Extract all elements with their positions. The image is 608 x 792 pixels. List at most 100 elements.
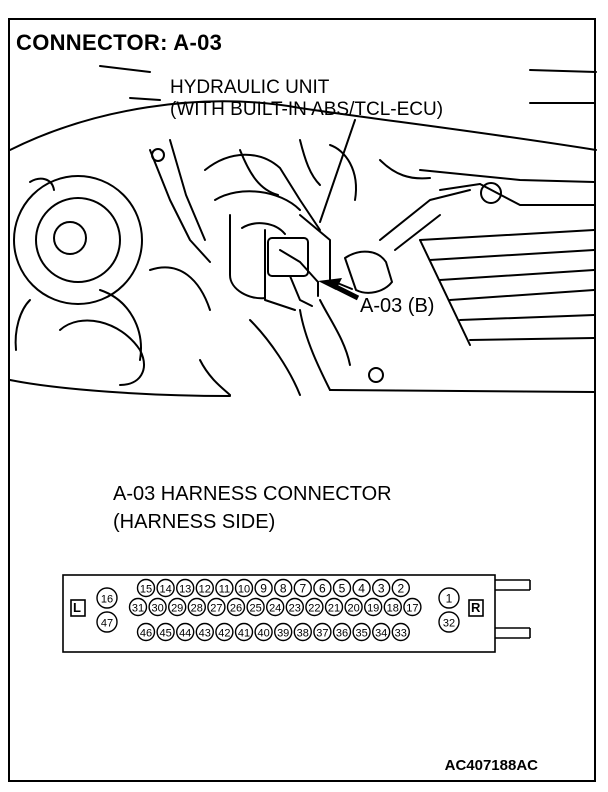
svg-text:45: 45 — [159, 628, 171, 640]
pin-35: 35 — [352, 622, 371, 642]
pin-37: 37 — [313, 622, 332, 642]
harness-connector-title: A-03 HARNESS CONNECTOR (HARNESS SIDE) — [113, 480, 392, 536]
svg-text:40: 40 — [257, 628, 269, 640]
pin-11: 11 — [215, 578, 234, 598]
svg-text:15: 15 — [140, 584, 152, 596]
svg-text:6: 6 — [319, 582, 326, 596]
svg-text:10: 10 — [238, 584, 250, 596]
pin-45: 45 — [156, 622, 175, 642]
pin-13: 13 — [175, 578, 195, 598]
pin-26: 26 — [226, 597, 246, 617]
pin-2: 2 — [391, 578, 410, 598]
svg-text:18: 18 — [387, 603, 399, 615]
pin-29: 29 — [167, 597, 187, 617]
svg-text:32: 32 — [443, 618, 455, 630]
pin-21: 21 — [324, 597, 344, 617]
svg-text:11: 11 — [219, 584, 230, 596]
svg-text:7: 7 — [299, 582, 306, 596]
svg-text:35: 35 — [355, 628, 367, 640]
svg-text:36: 36 — [336, 628, 348, 640]
harness-title-line2: (HARNESS SIDE) — [113, 511, 276, 533]
pin-30: 30 — [148, 597, 167, 617]
svg-text:19: 19 — [367, 603, 379, 615]
connector-title: CONNECTOR: A-03 — [16, 30, 223, 55]
svg-text:29: 29 — [171, 603, 183, 615]
harness-title-line1: A-03 HARNESS CONNECTOR — [113, 483, 392, 505]
pin-6: 6 — [313, 578, 332, 598]
svg-text:28: 28 — [191, 603, 203, 615]
svg-text:22: 22 — [308, 603, 320, 615]
pin-44: 44 — [175, 622, 195, 642]
pin-28: 28 — [187, 597, 207, 617]
pin-8: 8 — [274, 578, 293, 598]
pin-22: 22 — [305, 597, 324, 617]
svg-text:9: 9 — [260, 582, 267, 596]
svg-text:26: 26 — [230, 603, 242, 615]
pin-16: 16 — [96, 587, 118, 609]
pin-34: 34 — [372, 622, 391, 642]
svg-text:24: 24 — [269, 603, 281, 615]
svg-text:33: 33 — [395, 628, 407, 640]
right-marker: R — [471, 600, 481, 615]
pin-23: 23 — [285, 597, 304, 617]
svg-text:39: 39 — [277, 628, 289, 640]
figure-code: AC407188AC — [444, 757, 538, 774]
hydraulic-unit-line2: (WITH BUILT-IN ABS/TCL-ECU) — [170, 99, 444, 120]
connector-a03b-label: A-03 (B) — [360, 295, 435, 317]
svg-text:46: 46 — [140, 628, 152, 640]
svg-text:25: 25 — [249, 603, 261, 615]
pin-17: 17 — [403, 597, 422, 617]
svg-text:2: 2 — [397, 582, 404, 596]
pin-15: 15 — [136, 578, 156, 598]
pin-27: 27 — [207, 597, 226, 617]
svg-text:21: 21 — [328, 603, 340, 615]
svg-text:12: 12 — [199, 584, 211, 596]
pin-20: 20 — [344, 597, 363, 617]
svg-text:38: 38 — [297, 628, 309, 640]
pin-1: 1 — [438, 587, 460, 609]
pin-41: 41 — [234, 622, 254, 642]
svg-text:20: 20 — [347, 603, 359, 615]
svg-text:41: 41 — [238, 628, 250, 640]
pin-46: 46 — [136, 622, 156, 642]
pin-43: 43 — [195, 622, 215, 642]
pin-32: 32 — [438, 611, 460, 633]
svg-text:3: 3 — [378, 582, 385, 596]
pin-9: 9 — [254, 578, 273, 598]
pin-18: 18 — [383, 597, 402, 617]
pin-47: 47 — [96, 611, 118, 633]
svg-text:37: 37 — [316, 628, 328, 640]
pin-40: 40 — [254, 622, 273, 642]
pin-25: 25 — [246, 597, 265, 617]
svg-text:4: 4 — [358, 582, 365, 596]
pin-3: 3 — [372, 578, 391, 598]
svg-text:47: 47 — [101, 618, 113, 630]
svg-text:8: 8 — [280, 582, 287, 596]
pin-19: 19 — [364, 597, 383, 617]
svg-text:5: 5 — [339, 582, 346, 596]
pin-33: 33 — [391, 622, 410, 642]
svg-text:23: 23 — [289, 603, 301, 615]
pin-42: 42 — [215, 622, 234, 642]
svg-text:17: 17 — [406, 603, 418, 615]
pin-5: 5 — [332, 578, 352, 598]
pin-14: 14 — [156, 578, 175, 598]
pin-12: 12 — [195, 578, 215, 598]
pin-31: 31 — [128, 597, 148, 617]
hydraulic-unit-label: HYDRAULIC UNIT (WITH BUILT-IN ABS/TCL-EC… — [170, 77, 443, 121]
pin-10: 10 — [234, 578, 254, 598]
svg-text:43: 43 — [199, 628, 211, 640]
svg-text:42: 42 — [218, 628, 230, 640]
pin-4: 4 — [352, 578, 371, 598]
svg-text:27: 27 — [210, 603, 222, 615]
left-marker: L — [73, 600, 81, 615]
pin-38: 38 — [293, 622, 312, 642]
hydraulic-unit-line1: HYDRAULIC UNIT — [170, 77, 330, 98]
svg-text:30: 30 — [151, 603, 163, 615]
svg-text:34: 34 — [375, 628, 387, 640]
svg-text:13: 13 — [179, 584, 191, 596]
svg-text:31: 31 — [132, 603, 144, 615]
pin-24: 24 — [266, 597, 285, 617]
svg-text:44: 44 — [179, 628, 191, 640]
